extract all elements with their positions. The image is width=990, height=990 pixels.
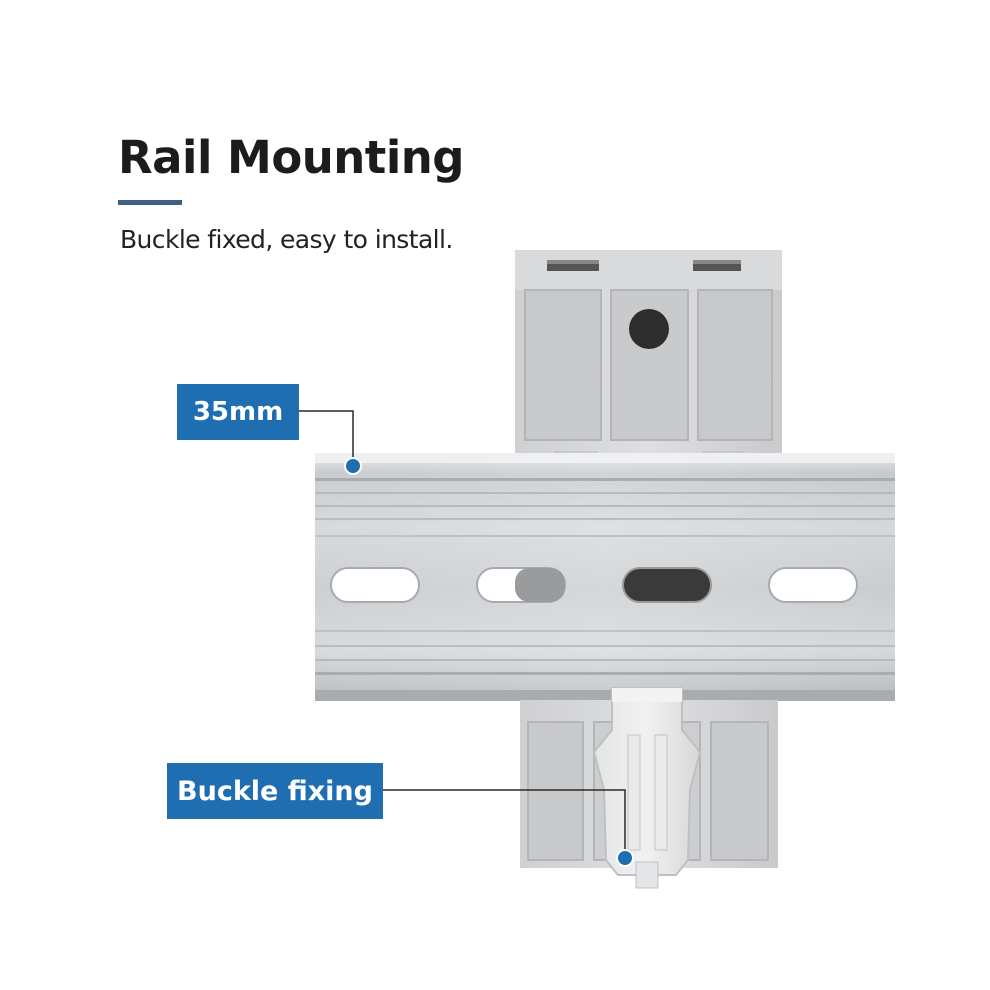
buckle-fixing-label: Buckle fixing [177,775,373,807]
page-subtitle: Buckle fixed, easy to install. [120,225,453,254]
page-title: Rail Mounting [118,131,465,184]
din-rail-35mm [315,453,895,701]
buckle-fixing-callout: Buckle fixing [167,763,383,819]
title-underline [118,200,182,205]
module-upper-body [515,250,782,471]
rail-width-label: 35mm [192,397,284,427]
rail-width-callout: 35mm [177,384,299,440]
